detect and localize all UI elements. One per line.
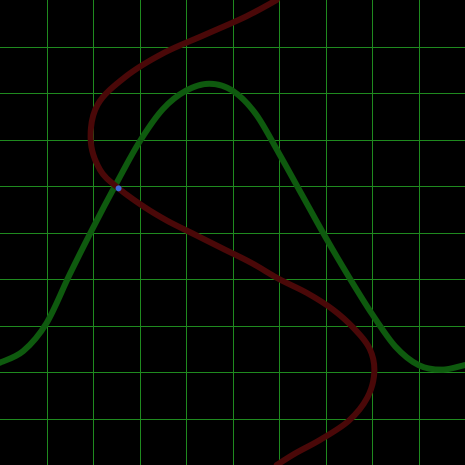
series-line-2 xyxy=(87,0,378,465)
series-line-1 xyxy=(0,80,465,373)
intersection-marker xyxy=(115,185,122,192)
marker-layer xyxy=(115,185,122,192)
